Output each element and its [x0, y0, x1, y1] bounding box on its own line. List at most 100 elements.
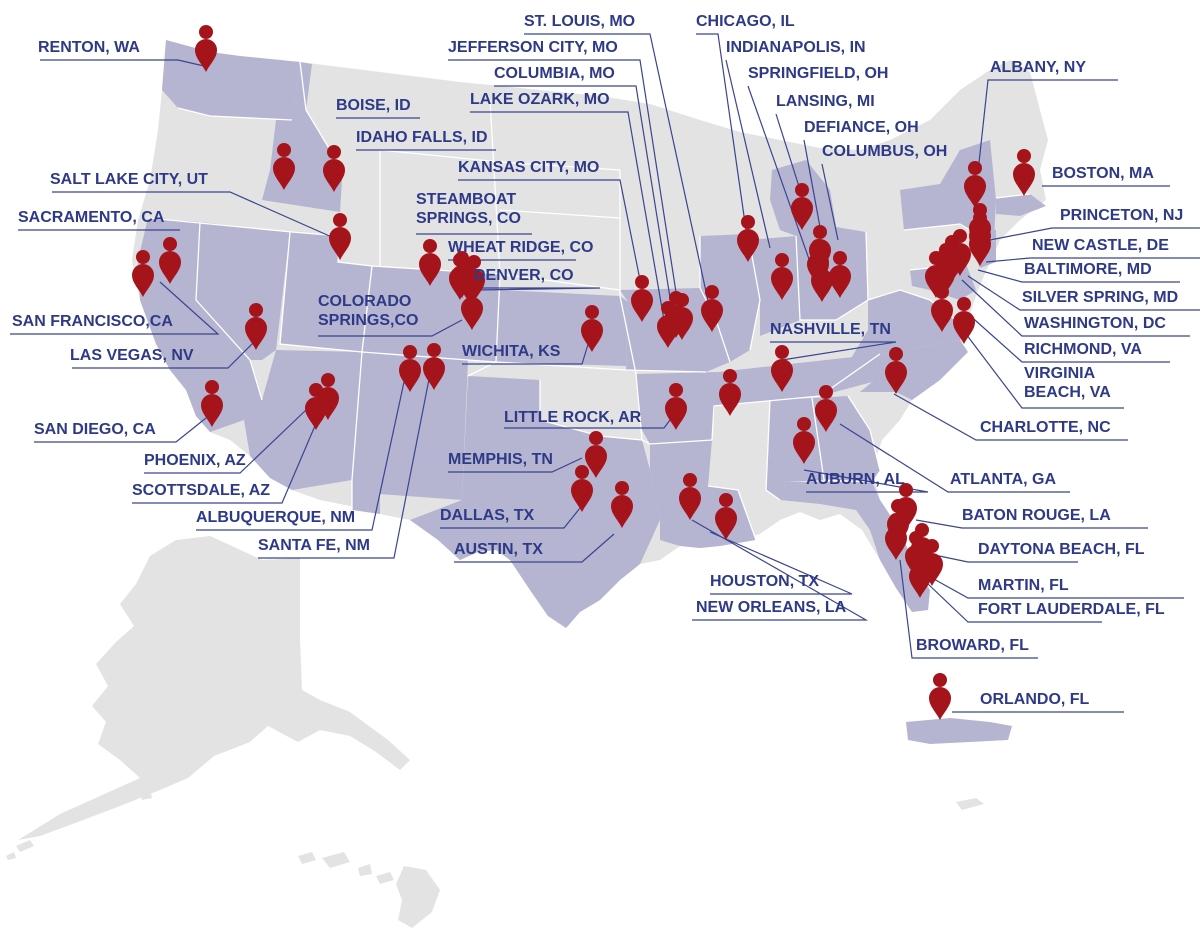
location-pin-icon[interactable] — [905, 531, 927, 578]
location-pin-icon[interactable] — [771, 345, 793, 392]
location-pin-icon[interactable] — [611, 481, 633, 528]
location-label[interactable]: WASHINGTON, DC — [1024, 315, 1166, 332]
location-pin-icon[interactable] — [585, 431, 607, 478]
location-label[interactable]: PRINCETON, NJ — [1060, 207, 1184, 224]
location-label[interactable]: AUBURN, AL — [806, 471, 905, 488]
location-pin-icon[interactable] — [132, 250, 154, 297]
location-pin-icon[interactable] — [807, 239, 829, 286]
location-label[interactable]: COLUMBIA, MO — [494, 65, 615, 82]
location-pin-icon[interactable] — [885, 347, 907, 394]
location-pin-icon[interactable] — [419, 239, 441, 286]
location-label[interactable]: ALBUQUERQUE, NM — [196, 509, 356, 526]
location-label[interactable]: NASHVILLE, TN — [770, 321, 891, 338]
location-pin-icon[interactable] — [631, 275, 653, 322]
location-label[interactable]: RENTON, WA — [38, 39, 140, 56]
leader-line — [989, 227, 1200, 241]
location-label[interactable]: IDAHO FALLS, ID — [356, 129, 488, 146]
location-pin-icon[interactable] — [201, 380, 223, 427]
location-pin-icon[interactable] — [245, 303, 267, 350]
location-label[interactable]: NEW ORLEANS, LA — [696, 599, 847, 616]
location-label[interactable]: ATLANTA, GA — [950, 471, 1057, 488]
location-label[interactable]: WICHITA, KS — [462, 343, 561, 360]
location-label[interactable]: DAYTONA BEACH, FL — [978, 541, 1145, 558]
location-label[interactable]: SILVER SPRING, MD — [1022, 289, 1179, 306]
location-label[interactable]: LITTLE ROCK, AR — [504, 409, 642, 426]
location-pin-icon[interactable] — [323, 145, 345, 192]
location-label[interactable]: SPRINGFIELD, OH — [748, 65, 889, 82]
location-label[interactable]: DALLAS, TX — [440, 507, 535, 524]
location-pin-icon[interactable] — [791, 183, 813, 230]
location-label[interactable]: KANSAS CITY, MO — [458, 159, 600, 176]
location-label[interactable]: BOSTON, MA — [1052, 165, 1154, 182]
location-label[interactable]: RICHMOND, VA — [1024, 341, 1142, 358]
location-label[interactable]: BROWARD, FL — [916, 637, 1029, 654]
location-label[interactable]: INDIANAPOLIS, IN — [726, 39, 866, 56]
location-label[interactable]: HOUSTON, TX — [710, 573, 820, 590]
location-label[interactable]: CHARLOTTE, NC — [980, 419, 1111, 436]
location-label[interactable]: ORLANDO, FL — [980, 691, 1090, 708]
location-label[interactable]: MEMPHIS, TN — [448, 451, 553, 468]
location-pin-icon[interactable] — [701, 285, 723, 332]
location-pin-icon[interactable] — [715, 493, 737, 540]
location-label[interactable]: SCOTTSDALE, AZ — [132, 482, 271, 499]
location-label[interactable]: SANTA FE, NM — [258, 537, 370, 554]
location-label[interactable]: AUSTIN, TX — [454, 541, 543, 558]
location-pin-icon[interactable] — [581, 305, 603, 352]
location-pin-icon[interactable] — [737, 215, 759, 262]
location-pin-icon[interactable] — [273, 143, 295, 190]
location-pin-icon[interactable] — [571, 465, 593, 512]
location-label[interactable]: BATON ROUGE, LA — [962, 507, 1111, 524]
location-label[interactable]: SAN FRANCISCO,CA — [12, 313, 173, 330]
location-pin-icon[interactable] — [399, 345, 421, 392]
location-label[interactable]: CHICAGO, IL — [696, 13, 795, 30]
location-label[interactable]: SAN DIEGO, CA — [34, 421, 156, 438]
location-label[interactable]: MARTIN, FL — [978, 577, 1069, 594]
location-pin-icon[interactable] — [195, 25, 217, 72]
leader-line — [709, 531, 853, 595]
location-pin-icon[interactable] — [953, 297, 975, 344]
location-pin-icon[interactable] — [969, 219, 991, 266]
location-label[interactable]: BOISE, ID — [336, 97, 411, 114]
location-label[interactable]: ALBANY, NY — [990, 59, 1087, 76]
location-pin-icon[interactable] — [159, 237, 181, 284]
location-label[interactable]: FORT LAUDERDALE, FL — [978, 601, 1165, 618]
location-label[interactable]: SALT LAKE CITY, UT — [50, 171, 208, 188]
location-label[interactable]: LANSING, MI — [776, 93, 875, 110]
location-pin-icon[interactable] — [771, 253, 793, 300]
location-pin-icon[interactable] — [793, 417, 815, 464]
location-pin-icon[interactable] — [671, 293, 693, 340]
location-pin-icon[interactable] — [463, 255, 485, 302]
location-pin-icon[interactable] — [329, 213, 351, 260]
alaska-landmass — [18, 536, 410, 840]
location-label[interactable]: ST. LOUIS, MO — [524, 13, 636, 30]
location-label[interactable]: LAKE OZARK, MO — [470, 91, 610, 108]
location-pin-icon[interactable] — [964, 161, 986, 208]
state-new-mexico — [352, 352, 468, 514]
location-pin-icon[interactable] — [949, 229, 971, 276]
location-pin-icon[interactable] — [815, 385, 837, 432]
location-label[interactable]: LAS VEGAS, NV — [70, 347, 194, 364]
leader-line — [965, 333, 1124, 409]
location-pin-icon[interactable] — [1013, 149, 1035, 196]
location-label[interactable]: WHEAT RIDGE, CO — [448, 239, 594, 256]
location-pin-icon[interactable] — [423, 343, 445, 390]
location-pin-icon[interactable] — [887, 499, 909, 546]
location-label[interactable]: COLUMBUS, OH — [822, 143, 948, 160]
location-pin-icon[interactable] — [921, 539, 943, 586]
location-pin-icon[interactable] — [829, 251, 851, 298]
location-label[interactable]: DEFIANCE, OH — [804, 119, 919, 136]
location-label[interactable]: SACRAMENTO, CA — [18, 209, 165, 226]
location-pin-icon[interactable] — [317, 373, 339, 420]
location-pin-icon[interactable] — [679, 473, 701, 520]
location-pin-icon[interactable] — [665, 383, 687, 430]
location-label[interactable]: JEFFERSON CITY, MO — [448, 39, 618, 56]
location-label[interactable]: BALTIMORE, MD — [1024, 261, 1152, 278]
location-pin-icon[interactable] — [719, 369, 741, 416]
location-label[interactable]: PHOENIX, AZ — [144, 452, 246, 469]
location-label[interactable]: DENVER, CO — [474, 267, 574, 284]
location-label[interactable]: NEW CASTLE, DE — [1032, 237, 1169, 254]
location-pin-icon[interactable] — [929, 673, 951, 720]
